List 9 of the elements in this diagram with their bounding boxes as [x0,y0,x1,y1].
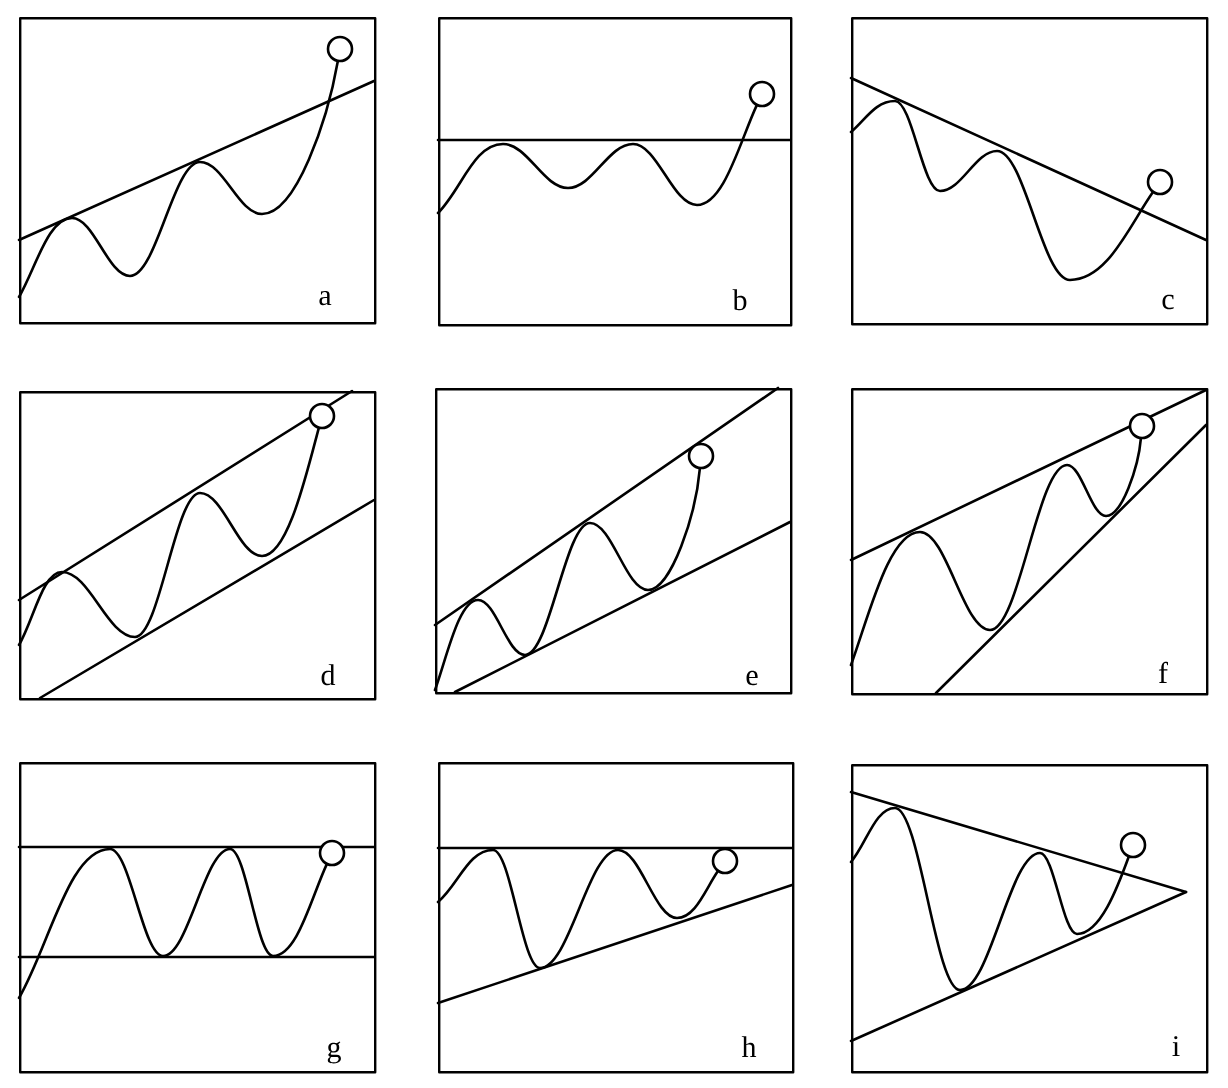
chart-panel: h [438,762,795,1074]
chart-panel: d [19,391,377,701]
chart-panel: g [19,762,377,1074]
chart-panel: e [435,388,793,695]
chart-panel: f [851,388,1209,696]
chart-panel: b [438,17,793,327]
chart-panel: a [19,17,377,325]
chart-panel: i [851,764,1209,1074]
chart-panel: c [851,17,1209,326]
